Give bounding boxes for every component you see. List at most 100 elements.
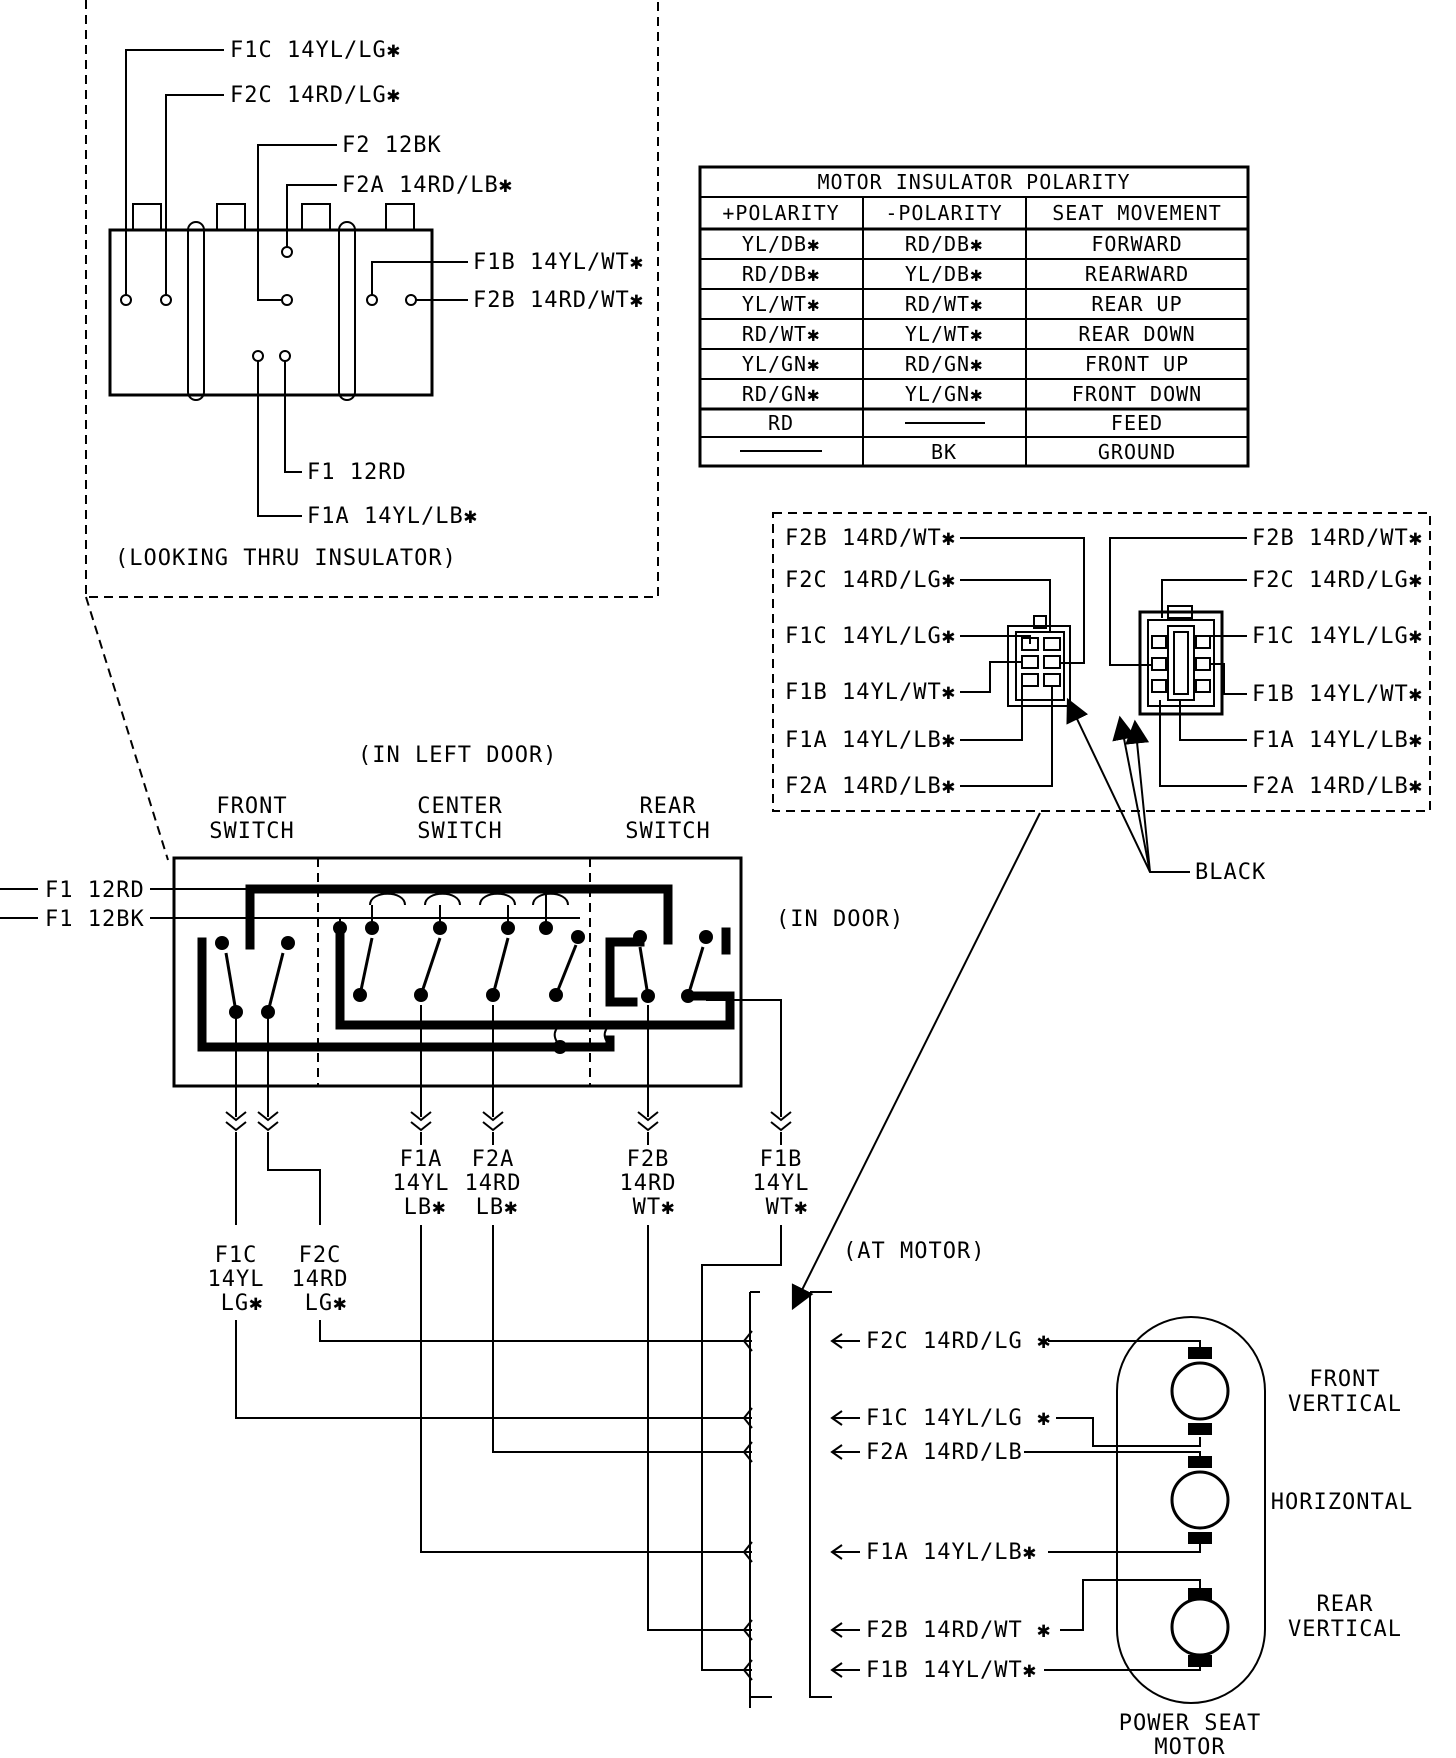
table-row: YL/DB✱ RD/DB✱ FORWARD bbox=[742, 232, 1182, 256]
svg-text:F2B: F2B bbox=[627, 1147, 670, 1172]
rear-vertical-label: VERTICAL bbox=[1288, 1617, 1402, 1642]
insulator-note: (LOOKING THRU INSULATOR) bbox=[115, 546, 457, 571]
svg-text:RD/WT✱: RD/WT✱ bbox=[742, 322, 820, 346]
svg-text:LB✱: LB✱ bbox=[404, 1195, 447, 1220]
table-row: RD/WT✱ YL/WT✱ REAR DOWN bbox=[742, 322, 1195, 346]
center-switch-label: CENTER bbox=[417, 794, 502, 819]
connector-detail-border bbox=[772, 512, 1431, 812]
svg-text:RD/GN✱: RD/GN✱ bbox=[742, 382, 820, 406]
connector-right-label: F2B 14RD/WT✱ bbox=[1252, 526, 1423, 551]
wire-label-f2b: F2B 14RD WT✱ bbox=[620, 1147, 677, 1220]
black-pointer bbox=[1125, 719, 1151, 873]
insulator-bus-bar bbox=[338, 221, 356, 401]
connector-left-label: F1C 14YL/LG✱ bbox=[785, 624, 956, 649]
black-pointer bbox=[1112, 715, 1151, 873]
connector-left-label: F2A 14RD/LB✱ bbox=[785, 774, 956, 799]
svg-text:RD: RD bbox=[768, 411, 794, 435]
connector-shell bbox=[1007, 625, 1071, 707]
svg-text:LG✱: LG✱ bbox=[305, 1291, 348, 1316]
at-motor-label: (AT MOTOR) bbox=[843, 1239, 985, 1264]
insulator-label-f1a: F1A 14YL/LB✱ bbox=[307, 504, 478, 529]
insulator-label-f1c: F1C 14YL/LG✱ bbox=[230, 38, 401, 63]
svg-text:GROUND: GROUND bbox=[1098, 440, 1176, 464]
svg-text:WT✱: WT✱ bbox=[633, 1195, 676, 1220]
svg-text:BK: BK bbox=[931, 440, 957, 464]
svg-text:F2C: F2C bbox=[299, 1243, 342, 1268]
leader-line bbox=[125, 49, 224, 295]
connector-latch bbox=[1167, 625, 1195, 701]
connector-right-label: F1A 14YL/LB✱ bbox=[1252, 728, 1423, 753]
svg-text:YL/DB✱: YL/DB✱ bbox=[742, 232, 820, 256]
svg-text:WT✱: WT✱ bbox=[766, 1195, 809, 1220]
front-vertical-label: VERTICAL bbox=[1288, 1392, 1402, 1417]
connector-left-label: F2B 14RD/WT✱ bbox=[785, 526, 956, 551]
rear-vertical-label: REAR bbox=[1317, 1592, 1374, 1617]
table-row: YL/GN✱ RD/GN✱ FRONT UP bbox=[742, 352, 1189, 376]
connector-key bbox=[1167, 605, 1193, 619]
insulator-tab bbox=[301, 203, 331, 231]
svg-text:14YL: 14YL bbox=[208, 1267, 265, 1292]
insulator-pin bbox=[160, 294, 172, 306]
svg-text:YL/GN✱: YL/GN✱ bbox=[905, 382, 983, 406]
wire-label-f1b: F1B 14YL WT✱ bbox=[753, 1147, 809, 1220]
table-border bbox=[698, 165, 1250, 468]
insulator-pin bbox=[281, 246, 293, 258]
svg-text:REAR DOWN: REAR DOWN bbox=[1078, 322, 1195, 346]
connector-right-label: F1B 14YL/WT✱ bbox=[1252, 682, 1423, 707]
svg-text:FORWARD: FORWARD bbox=[1091, 232, 1182, 256]
insulator-bus-bar bbox=[187, 221, 205, 401]
svg-text:14RD: 14RD bbox=[465, 1171, 522, 1196]
insulator-body bbox=[108, 228, 434, 397]
motor-lead-label: F2A 14RD/LB bbox=[866, 1440, 1023, 1465]
connector-right-label: F2C 14RD/LG✱ bbox=[1252, 568, 1423, 593]
svg-text:14RD: 14RD bbox=[620, 1171, 677, 1196]
svg-text:LB✱: LB✱ bbox=[476, 1195, 519, 1220]
connector-left-label: F2C 14RD/LG✱ bbox=[785, 568, 956, 593]
insulator-pin bbox=[252, 350, 264, 362]
table-row: RD/DB✱ YL/DB✱ REARWARD bbox=[742, 262, 1188, 286]
svg-text:YL/GN✱: YL/GN✱ bbox=[742, 352, 820, 376]
connector-left-label: F1B 14YL/WT✱ bbox=[785, 680, 956, 705]
svg-text:RD/DB✱: RD/DB✱ bbox=[905, 232, 983, 256]
rear-vertical-motor bbox=[1170, 1588, 1230, 1667]
svg-text:14YL: 14YL bbox=[393, 1171, 450, 1196]
front-vertical-motor bbox=[1170, 1347, 1230, 1435]
insulator-label-f2b: F2B 14RD/WT✱ bbox=[473, 288, 644, 313]
horizontal-motor bbox=[1170, 1456, 1230, 1544]
insulator-label-f1b: F1B 14YL/WT✱ bbox=[473, 250, 644, 275]
insulator-pin bbox=[120, 294, 132, 306]
table-title: MOTOR INSULATOR POLARITY bbox=[818, 170, 1131, 194]
power-seat-motor-label: POWER SEAT bbox=[1119, 1711, 1261, 1736]
motor-section: (AT MOTOR) F2C 14RD/LG ✱ F1C 14YL/LG ✱ F… bbox=[742, 1239, 1413, 1758]
connector-key bbox=[1033, 615, 1047, 629]
connector-shell bbox=[1015, 631, 1065, 701]
svg-text:YL/DB✱: YL/DB✱ bbox=[905, 262, 983, 286]
insulator-tab bbox=[216, 203, 246, 231]
table-header-positive: +POLARITY bbox=[722, 201, 839, 225]
connector-detail: F2B 14RD/WT✱ F2C 14RD/LG✱ F1C 14YL/LG✱ F… bbox=[772, 512, 1431, 1311]
svg-text:FRONT UP: FRONT UP bbox=[1085, 352, 1189, 376]
svg-text:FRONT DOWN: FRONT DOWN bbox=[1072, 382, 1202, 406]
ground-bus-center bbox=[335, 925, 735, 1030]
svg-text:F2A: F2A bbox=[472, 1147, 515, 1172]
insulator-tab bbox=[132, 203, 162, 231]
svg-text:F1A: F1A bbox=[400, 1147, 443, 1172]
table-header-movement: SEAT MOVEMENT bbox=[1052, 201, 1222, 225]
front-switch-label: SWITCH bbox=[209, 819, 294, 844]
rear-switch-label: SWITCH bbox=[625, 819, 710, 844]
insulator-label-f2a: F2A 14RD/LB✱ bbox=[342, 173, 513, 198]
horizontal-label: HORIZONTAL bbox=[1271, 1490, 1413, 1515]
insulator-label-f1: F1 12RD bbox=[307, 460, 407, 485]
motor-lead-label: F1C 14YL/LG ✱ bbox=[866, 1406, 1051, 1431]
wire-label-f1c: F1C 14YL LG✱ bbox=[208, 1243, 265, 1316]
svg-text:LG✱: LG✱ bbox=[221, 1291, 264, 1316]
switch-housing bbox=[172, 856, 743, 1088]
in-door-label: (IN DOOR) bbox=[776, 907, 904, 932]
leader-line bbox=[286, 184, 337, 247]
motor-lead-label: F1B 14YL/WT✱ bbox=[866, 1658, 1037, 1683]
ground-bus-rear bbox=[605, 937, 645, 1007]
input-label-f1-12rd: F1 12RD bbox=[45, 878, 145, 903]
insulator-pin bbox=[405, 294, 417, 306]
insulator-label-f2c: F2C 14RD/LG✱ bbox=[230, 83, 401, 108]
